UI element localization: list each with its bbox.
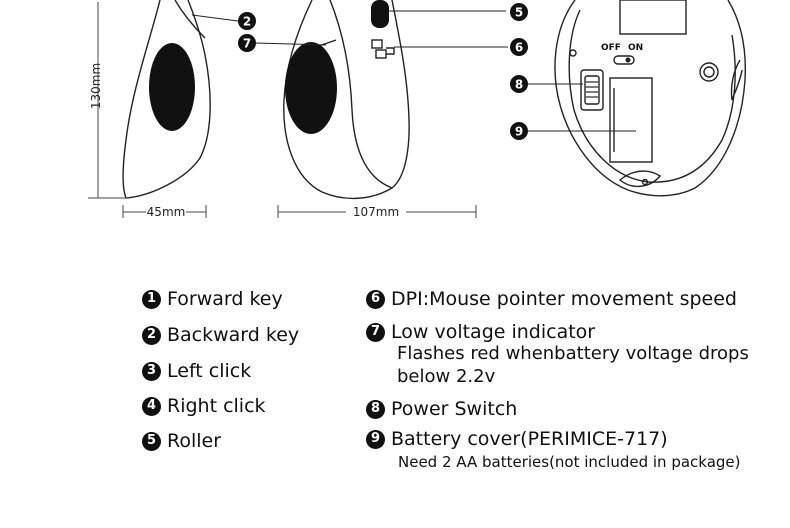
side-thumb-rest — [149, 43, 195, 131]
power-switch-slot — [580, 69, 604, 111]
legend-item-low-voltage-indicator: 7 Low voltage indicator — [366, 321, 595, 343]
legend-number-badge: 3 — [142, 361, 161, 381]
height-dimension — [88, 2, 128, 199]
svg-text:2: 2 — [243, 15, 251, 29]
legend-item-right-click: 4 Right click — [142, 395, 266, 417]
legend-label: Right click — [167, 395, 266, 417]
front-thumb-rest — [285, 42, 337, 134]
callout-lines — [191, 10, 636, 132]
legend-number-badge: 2 — [142, 325, 161, 345]
legend-label: Roller — [167, 430, 222, 452]
callout-9: 9 — [510, 122, 528, 140]
legend-label: Battery cover(PERIMICE-717) — [391, 428, 668, 450]
legend-number-badge: 9 — [366, 429, 385, 449]
side-view — [122, 0, 211, 199]
legend-number-badge: 7 — [366, 322, 385, 342]
low-voltage-detail-line-2: below 2.2v — [397, 366, 496, 387]
legend-item-left-click: 3 Left click — [142, 360, 251, 382]
legend-label: DPI:Mouse pointer movement speed — [391, 288, 737, 310]
front-width-label: 107mm — [353, 205, 399, 219]
switch-on-label: ON — [628, 43, 643, 53]
callout-5: 5 — [510, 3, 528, 21]
legend-label: Backward key — [167, 324, 300, 346]
front-view — [283, 0, 410, 200]
legend-number-badge: 8 — [366, 399, 385, 419]
front-width-dimension — [277, 205, 477, 218]
mouse-diagram: 130mm 45mm 107mm — [88, 0, 747, 219]
legend-item-forward-key: 1 Forward key — [142, 288, 283, 310]
side-width-dimension — [122, 205, 207, 218]
side-width-label: 45mm — [147, 205, 186, 219]
svg-text:6: 6 — [515, 41, 523, 55]
legend-label: Power Switch — [391, 398, 518, 420]
bottom-view — [554, 0, 747, 197]
legend-item-roller: 5 Roller — [142, 430, 221, 452]
callout-8: 8 — [510, 75, 528, 93]
height-dimension-label: 130mm — [89, 63, 103, 109]
legend-label: Low voltage indicator — [391, 321, 596, 343]
legend-item-battery-cover: 9 Battery cover(PERIMICE-717) — [366, 428, 668, 450]
legend-number-badge: 4 — [142, 396, 161, 416]
legend-label: Left click — [167, 360, 252, 382]
callout-2: 2 — [238, 12, 256, 30]
low-voltage-detail-line-1: Flashes red whenbattery voltage drops — [397, 343, 749, 364]
roller-wheel — [371, 0, 389, 28]
callout-6: 6 — [510, 38, 528, 56]
battery-cover-outline — [609, 77, 653, 163]
svg-text:9: 9 — [515, 125, 523, 139]
legend-number-badge: 6 — [366, 289, 385, 309]
legend-number-badge: 5 — [142, 431, 161, 451]
callout-7: 7 — [238, 34, 256, 52]
legend-item-dpi: 6 DPI:Mouse pointer movement speed — [366, 288, 737, 310]
svg-text:7: 7 — [243, 37, 251, 51]
battery-note: Need 2 AA batteries(not included in pack… — [398, 453, 741, 471]
legend-item-backward-key: 2 Backward key — [142, 324, 299, 346]
svg-text:5: 5 — [515, 6, 523, 20]
switch-off-label: OFF — [601, 43, 621, 53]
legend-item-power-switch: 8 Power Switch — [366, 398, 517, 420]
svg-text:8: 8 — [515, 78, 523, 92]
legend-number-badge: 1 — [142, 289, 161, 309]
legend-label: Forward key — [167, 288, 283, 310]
